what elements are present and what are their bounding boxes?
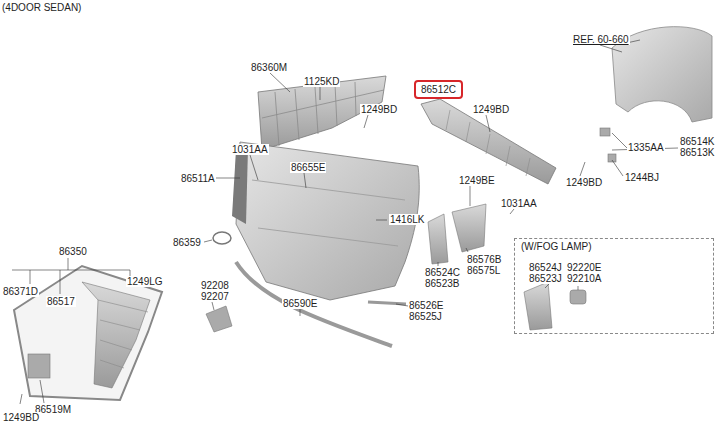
node-text: 86512C: [421, 84, 456, 95]
callout-number: REF. 60-660: [572, 34, 630, 45]
callout-number: 92220E: [566, 262, 602, 273]
callout-number: 1249BD: [472, 104, 510, 115]
callout-number: 92207: [200, 291, 230, 302]
callout-number: 86514K: [679, 136, 715, 147]
callout-number: 86513K: [679, 147, 715, 158]
callout-number: 1416LK: [389, 214, 425, 225]
callout-number: 86590E: [282, 298, 318, 309]
callout-number: 86360M: [250, 62, 288, 73]
callout-number: 1031AA: [231, 144, 269, 155]
callout-number: 86575L: [466, 265, 501, 276]
callout-number: 86511A: [180, 173, 216, 184]
option-group-box: (W/FOG LAMP): [514, 238, 714, 334]
callout-number: 86526E: [408, 300, 444, 311]
callout-number: 1249BE: [458, 175, 496, 186]
node-text: (W/FOG LAMP): [521, 241, 707, 252]
callout-number: 86371D: [2, 286, 39, 297]
callout-number: 86576B: [466, 254, 502, 265]
callout-number: 92210A: [566, 273, 602, 284]
callout-number: 1031AA: [500, 198, 538, 209]
callout-number: 86523B: [424, 278, 460, 289]
callout-number: 1249BD: [565, 177, 603, 188]
callout-number: 86524J: [528, 262, 563, 273]
callout-number: 86523J: [528, 273, 563, 284]
callout-number: 1125KD: [303, 76, 340, 87]
callout-number: 86517: [46, 296, 76, 307]
highlight-box: 86512C: [414, 80, 463, 99]
callout-number: 86350: [58, 246, 88, 257]
diagram-title: (4DOOR SEDAN): [2, 2, 81, 13]
callout-number: 1335AA: [627, 142, 665, 153]
callout-number: 86655E: [290, 162, 326, 173]
callout-number: 92208: [200, 280, 230, 291]
callout-number: 1244BJ: [624, 172, 660, 183]
callout-number: 86525J: [408, 311, 443, 322]
callout-number: 1249LG: [126, 276, 164, 287]
callout-number: 1249BD: [2, 412, 40, 423]
callout-number: 86524C: [424, 267, 461, 278]
callout-number: 1249BD: [360, 104, 398, 115]
callout-number: 86359: [172, 237, 202, 248]
